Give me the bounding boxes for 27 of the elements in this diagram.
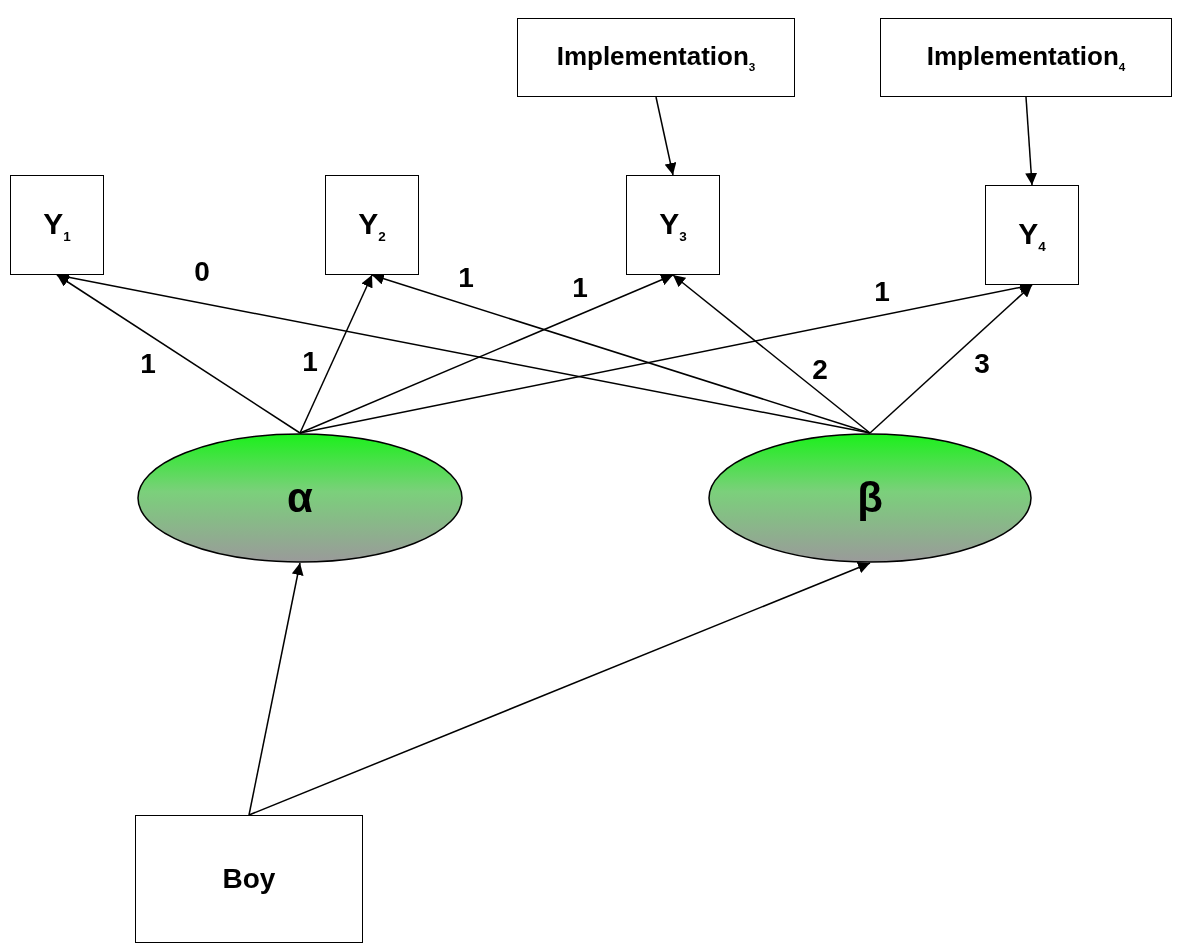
variable-box: [325, 175, 419, 275]
variable-box: [10, 175, 104, 275]
variable-box: [517, 18, 795, 97]
arrow: [299, 274, 373, 434]
variable-box: [135, 815, 363, 943]
variable-label: Y$_{1}$: [43, 206, 71, 244]
latent-label: α: [287, 474, 313, 522]
latent-label: β: [857, 474, 883, 522]
variable-label: Implementation$_{4}$: [926, 41, 1126, 74]
arrow: [299, 274, 674, 434]
arrow: [248, 562, 304, 816]
variable-label: Y$_{3}$: [659, 206, 687, 244]
variable-box: [626, 175, 720, 275]
arrow: [1025, 96, 1038, 186]
arrow: [248, 561, 871, 816]
arrow: [56, 274, 301, 434]
arrow: [869, 284, 1033, 434]
arrow: [655, 96, 677, 176]
variable-label: Y$_{2}$: [358, 206, 386, 244]
variable-label: Boy: [222, 863, 276, 895]
variable-box: [880, 18, 1172, 97]
variable-box: [985, 185, 1079, 285]
arrow: [672, 274, 871, 434]
latent-ellipse: [708, 433, 1032, 563]
variable-label: Implementation$_{3}$: [556, 41, 756, 74]
variable-label: Y$_{4}$: [1018, 216, 1046, 254]
latent-ellipse: [137, 433, 463, 563]
